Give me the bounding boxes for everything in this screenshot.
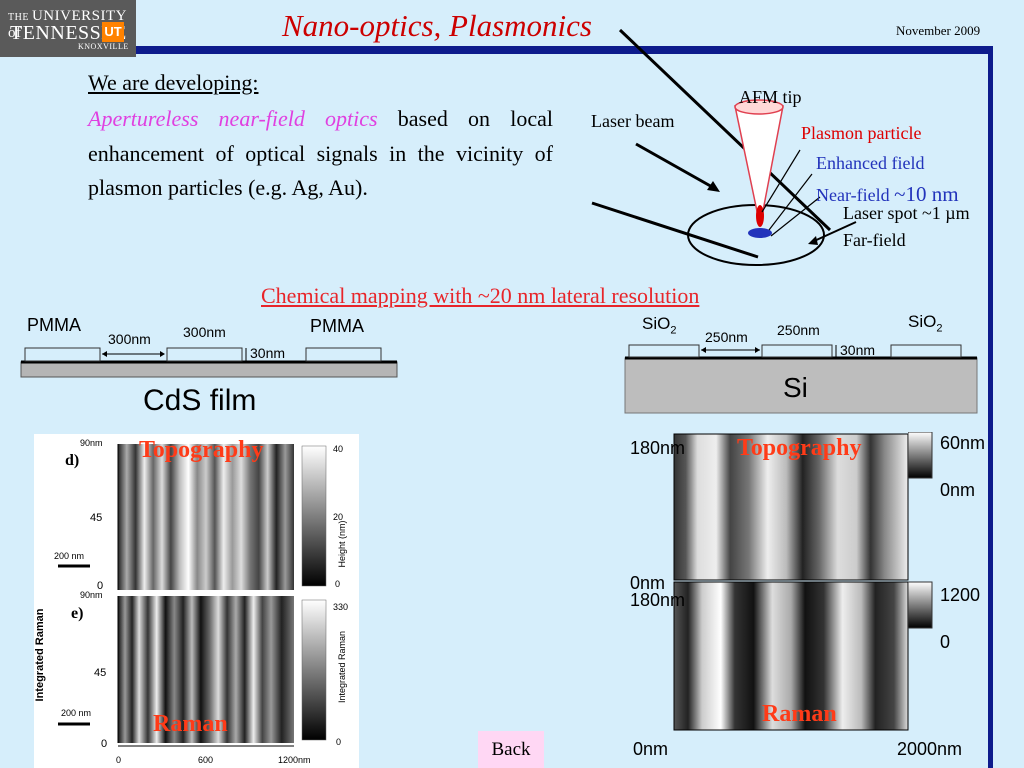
laser-spot-label: Laser spot ~1 µm — [843, 203, 970, 223]
laser-beam-arrow — [635, 142, 715, 190]
pmma-stripe — [305, 347, 382, 362]
raman-colorbar — [301, 599, 327, 741]
y-mid-label-a: 0nm — [630, 573, 666, 593]
near-field-value: ~10 nm — [894, 182, 959, 206]
afm-tip-diagram — [591, 28, 857, 266]
intro-body-text: based on local enhancement of optical si… — [88, 106, 553, 200]
sio2-stripe — [890, 344, 962, 358]
pmma-stripe — [166, 347, 243, 362]
laser-line-lower — [591, 201, 759, 259]
right-image-figure — [673, 433, 909, 731]
cbar-bottom-max: 330 — [333, 602, 349, 612]
sio2-si-schematic — [624, 344, 978, 414]
logo-knoxville: KNOXVILLE — [78, 42, 129, 51]
raman-min-label: 0 — [940, 632, 951, 652]
enhanced-field-label: Enhanced field — [816, 153, 925, 173]
plasmon-particle-mark — [756, 205, 764, 227]
x-tick-600: 600 — [198, 755, 214, 765]
slide-date: November 2009 — [896, 23, 981, 38]
cbar-top-max: 40 — [333, 444, 344, 454]
left-image-figure — [58, 444, 327, 747]
y-mid-top: 45 — [90, 512, 103, 524]
topography-image-right — [673, 433, 909, 581]
sio2-left-label: SiO2 — [642, 314, 677, 337]
scale-label-bottom: 200 nm — [61, 708, 92, 718]
cbar-bottom-axis-label: Integrated Raman — [337, 630, 347, 704]
stripe-height-label: 30nm — [840, 342, 876, 358]
intro-heading: We are developing: — [88, 70, 259, 95]
y-max-top: 90nm — [80, 438, 103, 448]
gap-width-label: 300nm — [108, 331, 151, 347]
gap-width-label: 250nm — [705, 329, 748, 345]
scale-label-top: 200 nm — [54, 551, 85, 561]
near-field-label: Near-field ~10 nm — [816, 182, 959, 206]
logo-the: THE — [8, 12, 29, 23]
mapping-title: Chemical mapping with ~20 nm lateral res… — [261, 283, 700, 308]
far-field-arrow — [811, 221, 857, 243]
raman-label-right: Raman — [762, 701, 837, 727]
raman-colorbar-right — [908, 581, 933, 629]
logo-tennessee: TENNESSEE — [10, 22, 127, 44]
cds-film-label: CdS film — [143, 384, 257, 417]
topography-colorbar-right — [908, 432, 933, 479]
integrated-raman-axis-label: Integrated Raman — [34, 608, 46, 702]
y-min-top: 0 — [97, 580, 104, 592]
topo-max-label: 60nm — [940, 433, 986, 453]
height-colorbar — [301, 445, 327, 587]
slide-title: Nano-optics, Plasmonics — [282, 8, 592, 43]
x-min-label: 0nm — [633, 739, 669, 759]
topo-min-label: 0nm — [940, 480, 976, 500]
raman-image-right — [673, 581, 909, 731]
stripe-height-label: 30nm — [250, 345, 286, 361]
sio2-stripe — [761, 344, 833, 358]
intro-highlight: Apertureless near-field optics — [88, 106, 378, 131]
university-logo: THE UNIVERSITY of TENNESSEE UT KNOXVILLE — [0, 0, 136, 57]
topography-image-left — [118, 444, 294, 590]
intro-paragraph: Apertureless near-field optics based on … — [88, 102, 553, 206]
panel-e-label: e) — [71, 605, 84, 622]
sio2-stripe — [628, 344, 700, 358]
cbar-top-mid: 20 — [333, 512, 344, 522]
stripe-width-label: 250nm — [777, 322, 820, 338]
topography-label-left: Topography — [139, 437, 264, 463]
plasmon-particle-label: Plasmon particle — [801, 123, 922, 143]
si-substrate-label: Si — [783, 372, 808, 403]
far-field-label: Far-field — [843, 230, 906, 250]
afm-tip-label: AFM tip — [739, 87, 802, 107]
header-bar — [136, 46, 988, 54]
raman-label-left: Raman — [153, 711, 228, 737]
logo-university: UNIVERSITY of — [8, 8, 127, 41]
x-tick-1200: 1200nm — [278, 755, 311, 765]
sio2-right-label: SiO2 — [908, 312, 943, 335]
logo-ut-badge: UT — [102, 22, 124, 42]
pmma-stripe — [24, 347, 101, 362]
y-mid-label-b: 180nm — [630, 590, 686, 610]
pmma-left-label: PMMA — [27, 315, 81, 335]
panel-d-label: d) — [65, 452, 80, 469]
stripe-width-label: 300nm — [183, 324, 226, 340]
x-tick-0: 0 — [116, 755, 122, 765]
topography-label-right: Topography — [737, 435, 862, 461]
y-max-bottom: 90nm — [80, 590, 103, 600]
cbar-bottom-min: 0 — [336, 737, 342, 747]
pmma-cds-schematic — [20, 347, 398, 378]
y-top-label: 180nm — [630, 438, 686, 458]
raman-image-left — [118, 596, 294, 743]
cbar-top-axis-label: Height (nm) — [337, 520, 347, 568]
x-max-label: 2000nm — [897, 739, 963, 759]
cbar-top-min: 0 — [335, 579, 341, 589]
cds-film-layer — [20, 361, 398, 378]
y-min-bottom: 0 — [101, 738, 108, 750]
pmma-right-label: PMMA — [310, 316, 364, 336]
afm-tip-cone — [734, 105, 784, 217]
right-bar — [988, 46, 993, 768]
enhanced-field-mark — [748, 228, 772, 238]
back-button[interactable]: Back — [478, 731, 544, 768]
y-mid-bottom: 45 — [94, 667, 107, 679]
laser-beam-label: Laser beam — [591, 111, 675, 131]
raman-max-label: 1200 — [940, 585, 981, 605]
